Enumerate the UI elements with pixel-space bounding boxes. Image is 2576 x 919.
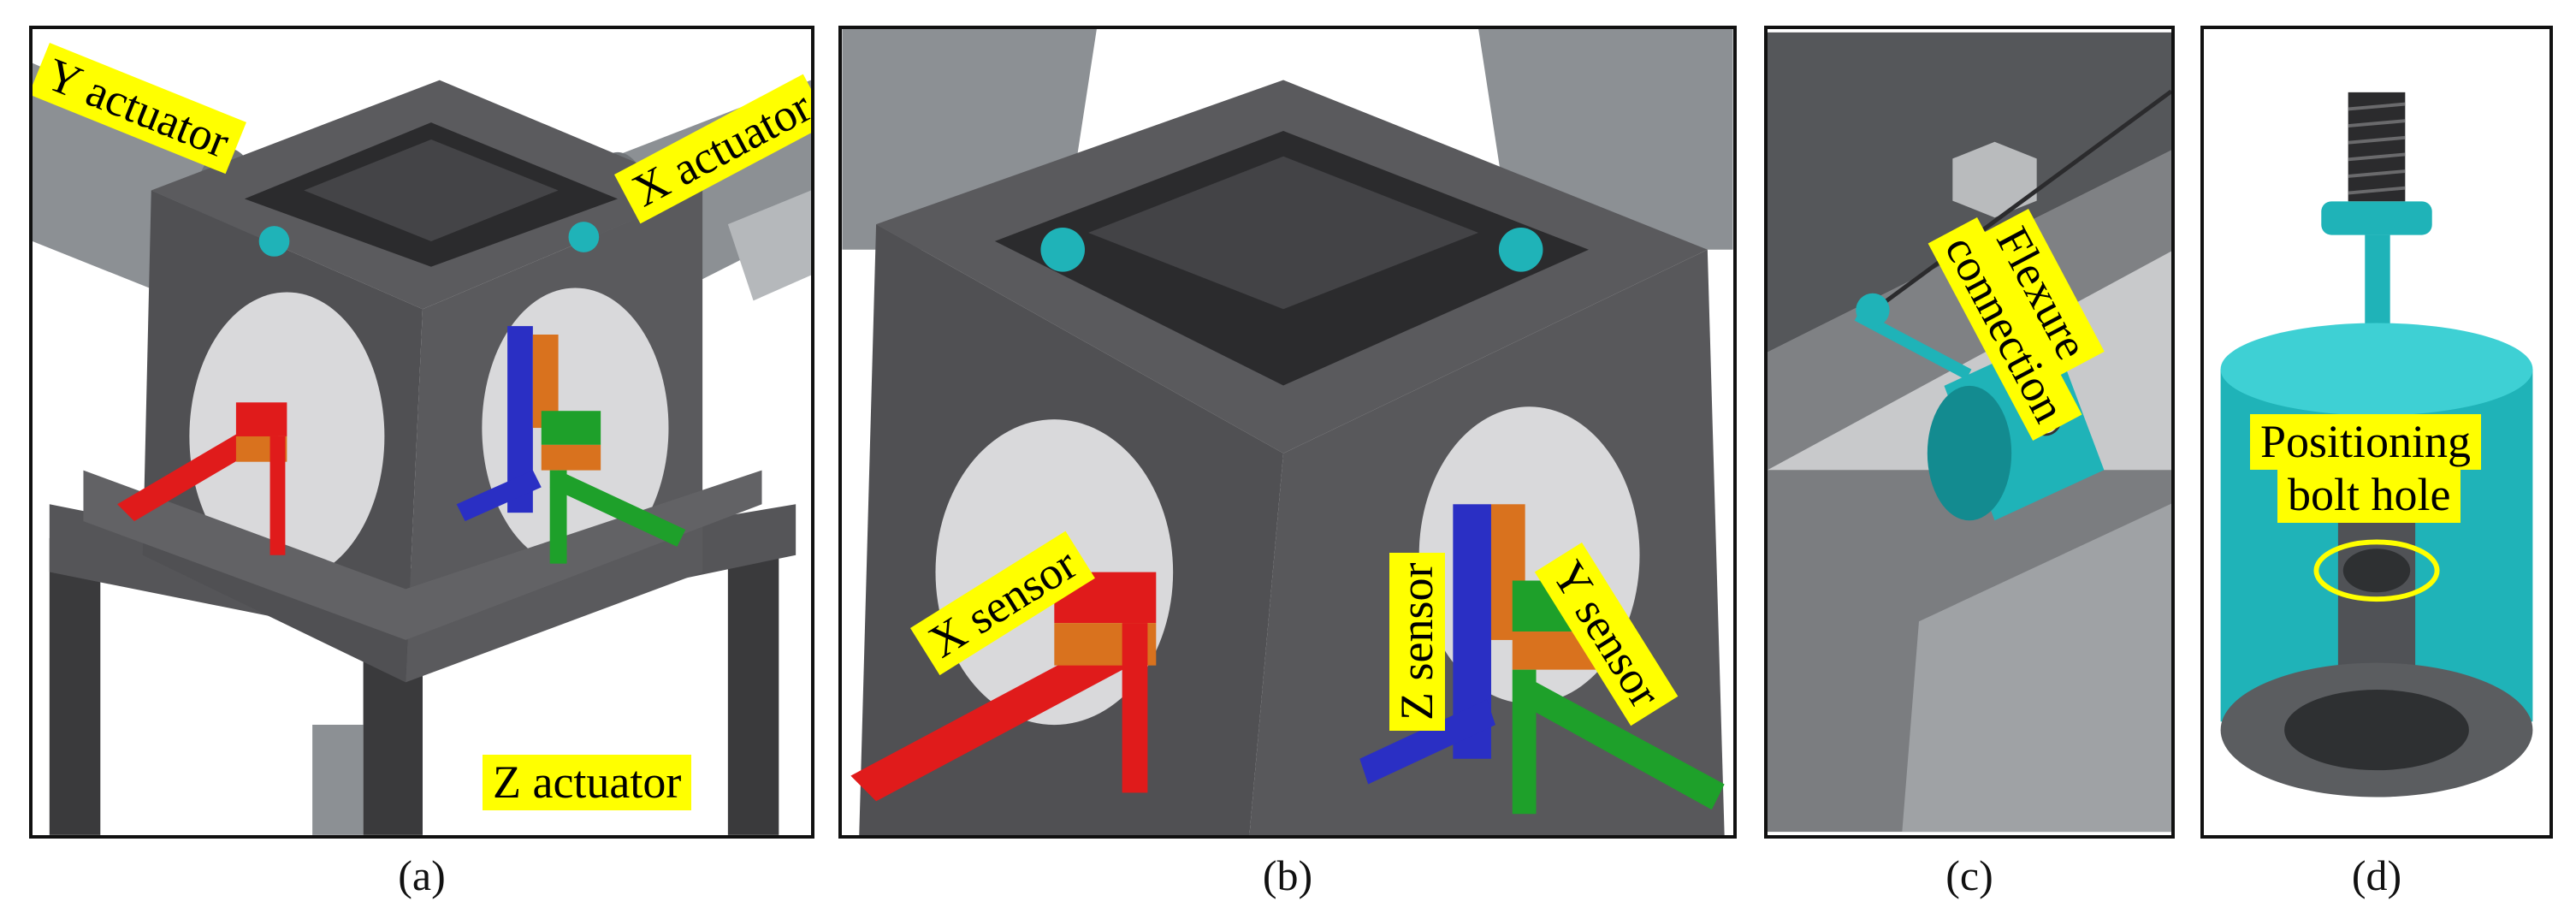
positioning-bolt-hole-label-line2: bolt hole bbox=[2277, 467, 2461, 523]
bolt-hole-highlight bbox=[2313, 539, 2440, 602]
panel-c-illustration bbox=[1768, 32, 2171, 833]
panel-b: X sensor Z sensor Y sensor bbox=[838, 26, 1737, 839]
hex-bolt bbox=[1952, 141, 2037, 218]
caption-c: (c) bbox=[1945, 851, 1993, 899]
caption-a: (a) bbox=[398, 851, 446, 899]
z-sensor-label: Z sensor bbox=[1389, 552, 1445, 731]
y-sensor-part bbox=[541, 411, 686, 564]
positioning-bolt-hole-label-line1: Positioning bbox=[2250, 414, 2482, 470]
caption-b: (b) bbox=[1262, 851, 1313, 899]
z-sensor-part bbox=[1359, 504, 1525, 785]
x-sensor-part bbox=[850, 572, 1157, 802]
caption-d: (d) bbox=[2351, 851, 2402, 899]
panel-d: Positioning bolt hole bbox=[2200, 26, 2553, 839]
panel-b-illustration bbox=[842, 29, 1733, 835]
threaded-rod bbox=[2348, 92, 2406, 202]
z-actuator-label: Z actuator bbox=[483, 755, 692, 810]
z-sensor-part bbox=[456, 326, 559, 522]
panel-c: Flexure connection bbox=[1764, 26, 2175, 839]
panel-a: Y actuator X actuator Z actuator bbox=[29, 26, 814, 839]
x-sensor-part bbox=[117, 402, 287, 555]
